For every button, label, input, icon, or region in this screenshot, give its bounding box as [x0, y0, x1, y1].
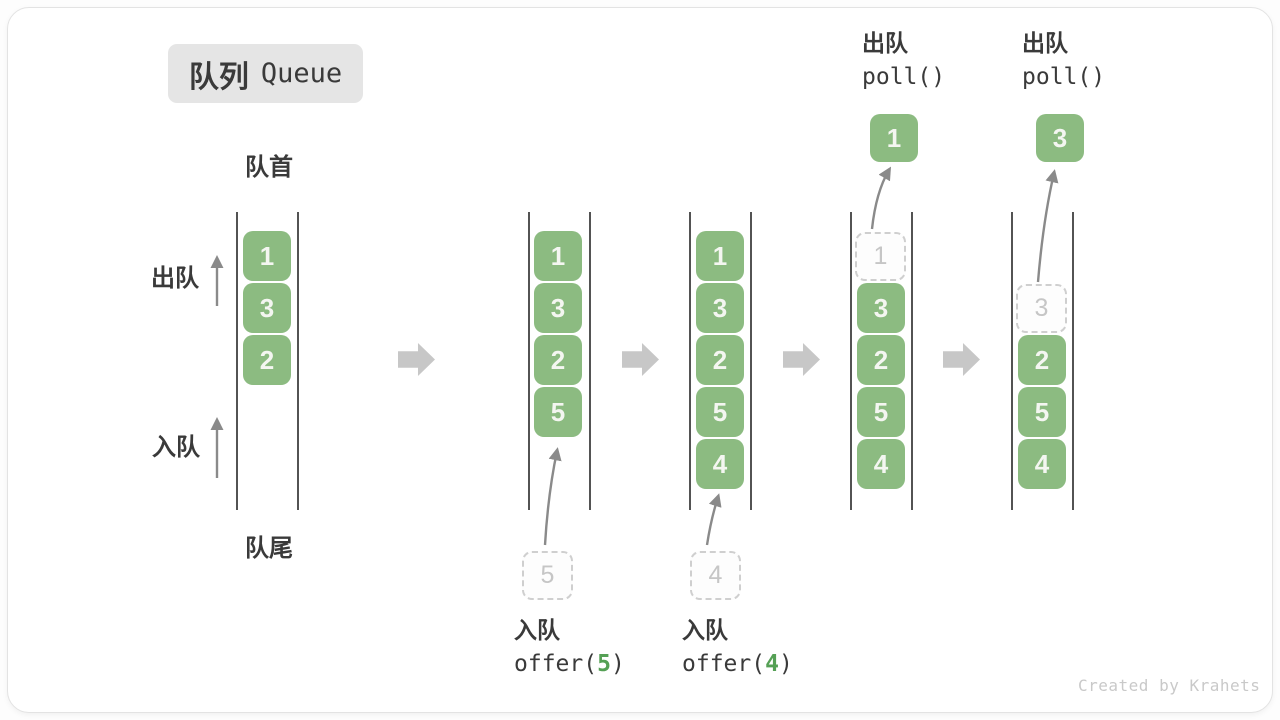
queue-cell: 2	[534, 335, 582, 385]
queue-wall	[589, 212, 591, 510]
queue-wall	[236, 212, 238, 510]
title-badge: 队列 Queue	[168, 44, 363, 103]
label-queue-rear: 队尾	[245, 535, 293, 562]
polled-value-3: 3	[1036, 114, 1084, 162]
queue-cell: 4	[1018, 439, 1066, 489]
queue-cell: 3	[243, 283, 291, 333]
op-enqueue-5: 入队 offer(5)	[514, 619, 625, 676]
queue-cell: 2	[857, 335, 905, 385]
code-fn: offer(	[514, 651, 598, 677]
label-queue-front: 队首	[245, 154, 293, 181]
queue-wall	[297, 212, 299, 510]
queue-cell: 3	[534, 283, 582, 333]
queue-wall	[750, 212, 752, 510]
op-enqueue-5-code: offer(5)	[514, 653, 625, 676]
queue-cell: 2	[243, 335, 291, 385]
watermark: Created by Krahets	[1078, 676, 1261, 695]
queue-cell: 2	[1018, 335, 1066, 385]
op-enqueue-5-label: 入队	[514, 617, 560, 643]
queue-wall	[689, 212, 691, 510]
queue-cell: 1	[696, 231, 744, 281]
label-enqueue-side: 入队	[152, 434, 200, 461]
queue-cell: 5	[1018, 387, 1066, 437]
code-arg: 5	[597, 651, 611, 677]
queue-wall	[1011, 212, 1013, 510]
queue-cell: 5	[696, 387, 744, 437]
queue-cell: 4	[696, 439, 744, 489]
op-poll-3: 出队 poll()	[1022, 32, 1105, 89]
code-arg: 4	[765, 651, 779, 677]
op-enqueue-4: 入队 offer(4)	[682, 619, 793, 676]
op-poll-1-code: poll()	[862, 64, 946, 90]
queue-cell-removed: 1	[855, 232, 906, 281]
op-enqueue-4-code: offer(4)	[682, 653, 793, 676]
label-dequeue-side: 出队	[151, 265, 199, 292]
code-close: )	[778, 651, 793, 677]
queue-cell: 1	[243, 231, 291, 281]
op-poll-1: 出队 poll()	[862, 32, 945, 89]
queue-cell: 5	[534, 387, 582, 437]
title-zh: 队列	[188, 60, 249, 94]
title-en: Queue	[260, 58, 343, 89]
queue-cell: 5	[857, 387, 905, 437]
code-close: )	[610, 651, 625, 677]
incoming-value-5: 5	[522, 551, 573, 600]
queue-wall	[528, 212, 530, 510]
incoming-value-4: 4	[690, 551, 741, 600]
op-poll-3-label: 出队	[1022, 30, 1068, 56]
queue-cell-removed: 3	[1016, 284, 1067, 333]
queue-wall	[850, 212, 852, 510]
queue-cell: 4	[857, 439, 905, 489]
queue-wall	[911, 212, 913, 510]
polled-value-1: 1	[870, 114, 918, 162]
queue-cell: 2	[696, 335, 744, 385]
op-poll-1-label: 出队	[862, 30, 908, 56]
code-fn: offer(	[682, 651, 766, 677]
queue-cell: 3	[857, 283, 905, 333]
op-poll-3-code: poll()	[1022, 64, 1106, 90]
queue-cell: 1	[534, 231, 582, 281]
op-enqueue-4-label: 入队	[682, 617, 728, 643]
queue-wall	[1072, 212, 1074, 510]
queue-cell: 3	[696, 283, 744, 333]
